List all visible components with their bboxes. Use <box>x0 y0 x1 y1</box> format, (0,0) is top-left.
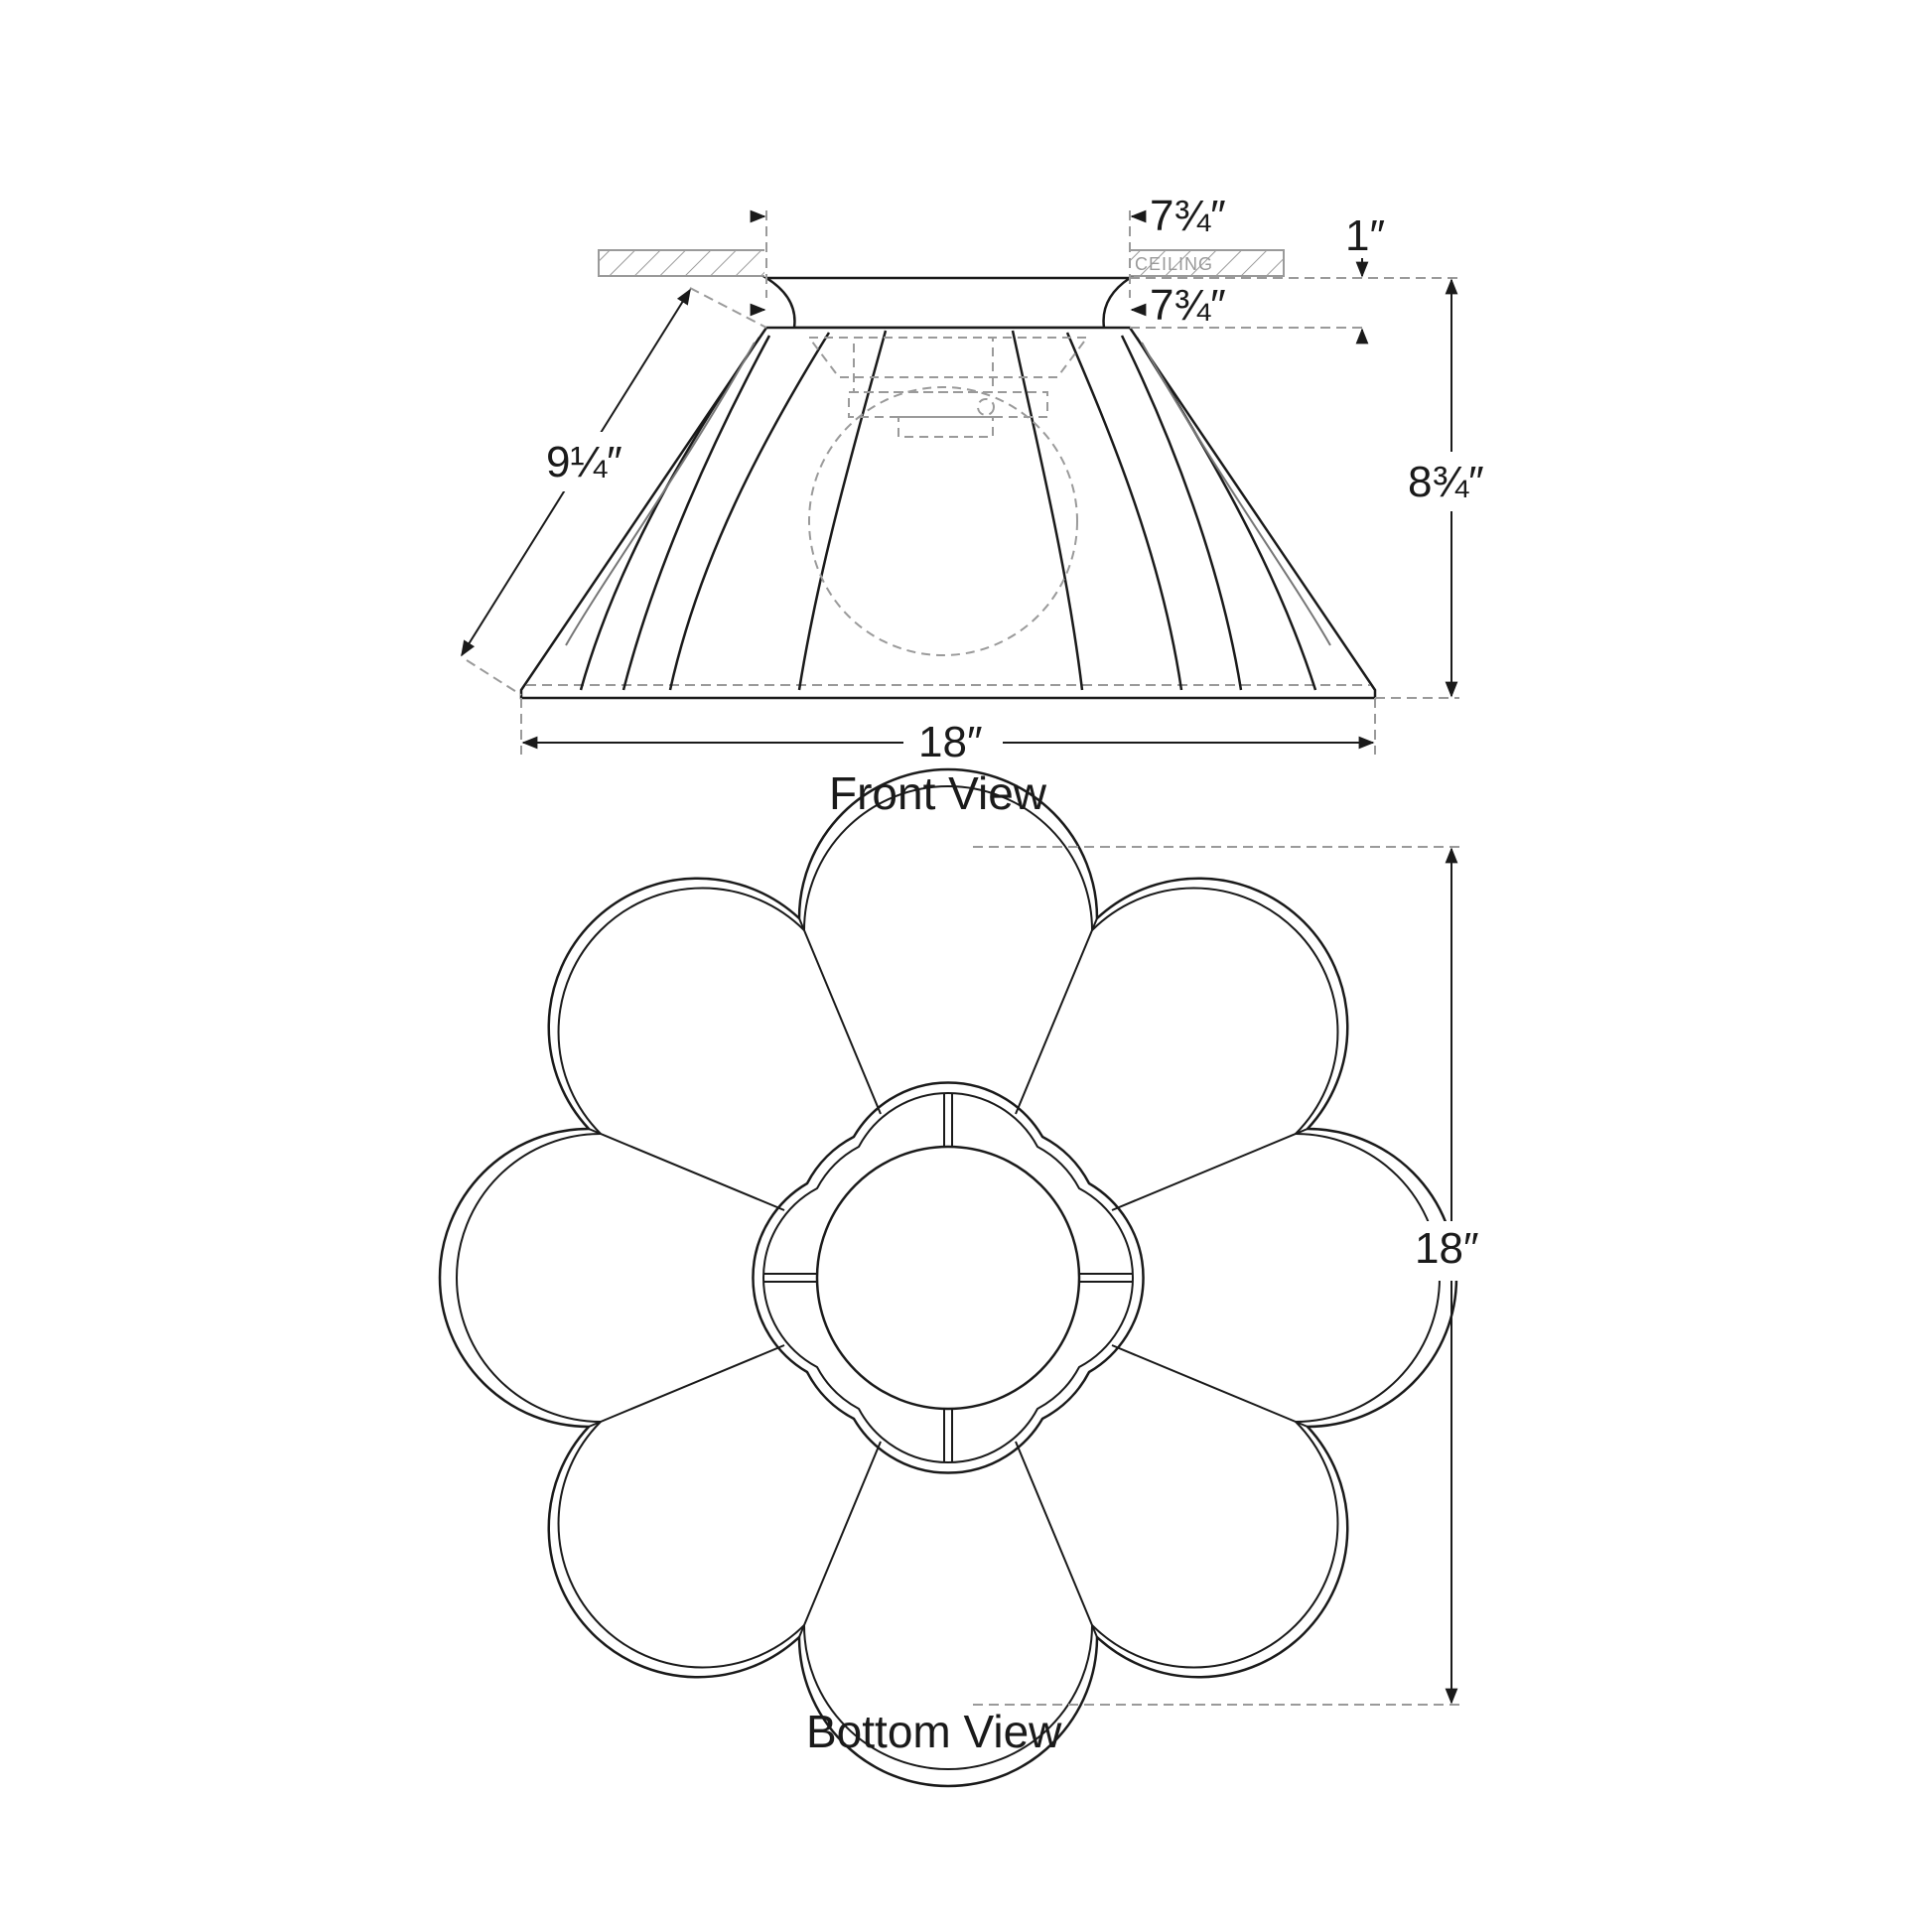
dim-overall-height: 8¾″ <box>1408 458 1484 506</box>
canopy <box>761 276 1135 330</box>
center-opening <box>815 1145 1081 1411</box>
hidden-bulb <box>807 337 1089 656</box>
front-view-caption: Front View <box>829 767 1047 819</box>
outer-scallop <box>438 767 1458 1788</box>
bottom-view <box>438 767 1458 1788</box>
dim-diameter: 18″ <box>1415 1224 1479 1273</box>
inner-scallop <box>752 1081 1145 1474</box>
panel-lines <box>588 917 1309 1638</box>
inner-dividers <box>764 1094 1132 1461</box>
dim-width: 18″ <box>918 718 983 766</box>
outer-scallop-inner <box>456 785 1441 1770</box>
bottom-view-caption: Bottom View <box>806 1706 1062 1757</box>
ceiling-label: CEILING <box>1135 254 1213 274</box>
dim-slant-length: 9¼″ <box>546 438 622 486</box>
front-view: CEILING <box>461 192 1499 819</box>
dim-canopy-top: 7¾″ <box>1150 192 1226 240</box>
dim-canopy-bottom: 7¾″ <box>1150 281 1226 330</box>
dim-canopy-height: 1″ <box>1345 211 1385 260</box>
